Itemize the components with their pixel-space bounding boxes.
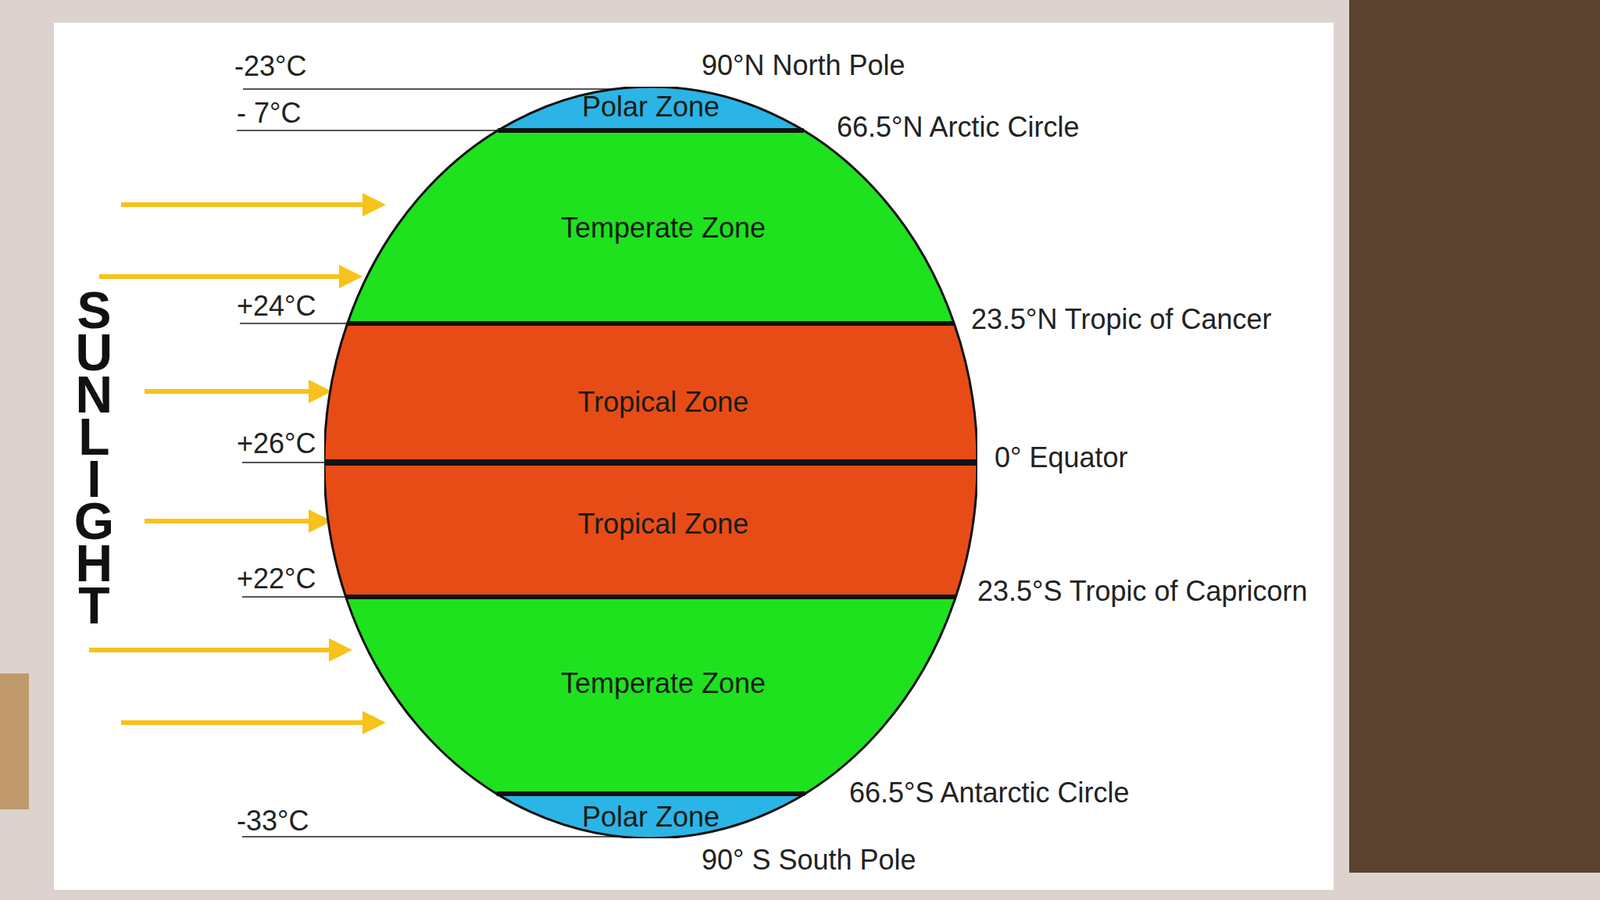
zone-name: Temperate Zone: [560, 669, 766, 698]
globe-outline: [324, 596, 978, 794]
temperature-label: -23°C: [234, 50, 307, 83]
sun-ray: [144, 389, 313, 394]
temperature-label: +26°C: [236, 427, 316, 460]
zone-name: Polar Zone: [582, 92, 720, 122]
latitude-label: 90° S South Pole: [701, 843, 917, 876]
temperature-label: +22°C: [236, 562, 316, 595]
sun-ray: [89, 647, 333, 653]
zone-band: Temperate Zone: [324, 596, 978, 794]
latitude-line: [242, 596, 350, 598]
latitude-line: [242, 461, 327, 464]
arrow-head: [328, 638, 353, 662]
zone-boundary: [497, 128, 804, 131]
arrow-head: [339, 264, 363, 289]
zone-boundary: [496, 791, 806, 794]
sunlight-label: SUNLIGHT: [73, 289, 115, 627]
zone-name: Polar Zone: [582, 803, 720, 832]
arrow-head: [362, 192, 386, 217]
temperature-label: -33°C: [236, 804, 309, 837]
zone-band: Tropical Zone: [324, 323, 978, 463]
globe-outline: [324, 130, 978, 324]
zone-boundary: [324, 459, 978, 463]
temperature-label: - 7°C: [236, 96, 301, 129]
zone-boundary: [346, 596, 957, 600]
latitude-line: [239, 322, 350, 325]
sun-ray: [121, 720, 366, 725]
latitude-label: 66.5°S Antarctic Circle: [849, 776, 1130, 809]
sun-ray: [121, 202, 366, 208]
latitude-label: 23.5°N Tropic of Cancer: [971, 303, 1272, 336]
zone-band: Temperate Zone: [324, 130, 978, 324]
latitude-label: 23.5°S Tropic of Capricorn: [977, 575, 1308, 608]
zone-name: Tropical Zone: [578, 510, 750, 539]
white-panel: [53, 22, 1334, 890]
zone-boundary: [324, 462, 978, 466]
zone-band: Tropical Zone: [324, 462, 978, 597]
temperature-label: +24°C: [236, 289, 316, 322]
globe-outline: [324, 462, 978, 597]
brown-panel: [1349, 0, 1600, 873]
latitude-label: 90°N North Pole: [701, 49, 906, 82]
zone-boundary: [496, 793, 806, 797]
zone-boundary: [346, 594, 957, 597]
zone-boundary: [347, 323, 955, 326]
zone-boundary: [497, 130, 804, 133]
zone-name: Temperate Zone: [560, 214, 766, 243]
tan-tab: [0, 673, 29, 810]
zone-boundary: [347, 321, 955, 324]
zone-name: Tropical Zone: [578, 388, 750, 417]
sun-ray: [99, 274, 344, 279]
arrow-head: [362, 710, 386, 735]
latitude-label: 66.5°N Arctic Circle: [836, 110, 1079, 143]
sun-ray: [144, 518, 313, 524]
latitude-label: 0° Equator: [994, 441, 1129, 474]
latitude-line: [236, 129, 500, 132]
globe-outline: [324, 323, 978, 463]
